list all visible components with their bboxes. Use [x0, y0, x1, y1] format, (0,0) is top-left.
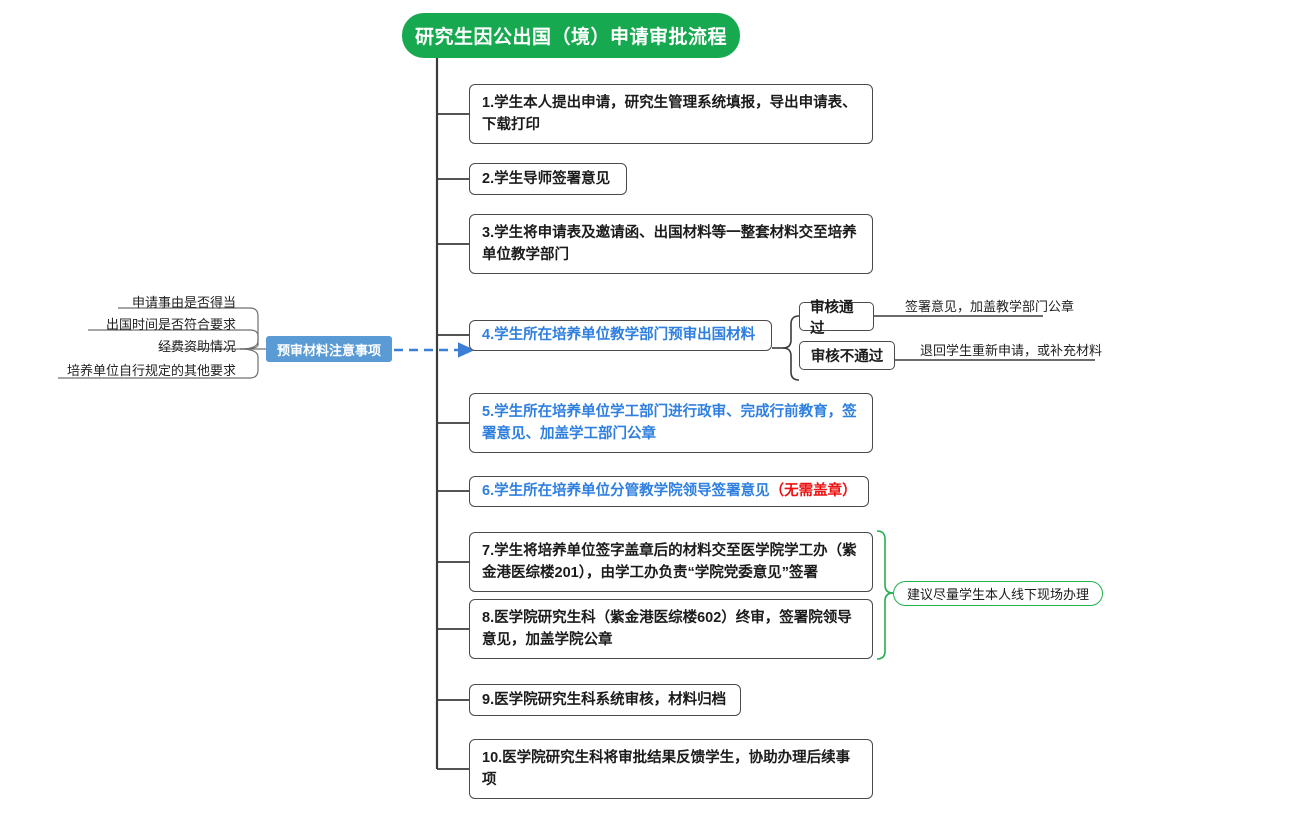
step-node-3-text: 3.学生将申请表及邀请函、出国材料等一整套材料交至培养单位教学部门 [482, 224, 857, 263]
branch-pass-edge-label: 签署意见，加盖教学部门公章 [905, 299, 1075, 314]
branch-node-pass-text: 审核通过 [810, 299, 854, 337]
prereview-item-4: 培养单位自行规定的其他要求 [66, 363, 236, 378]
step-node-9[interactable]: 9.医学院研究生科系统审核，材料归档 [469, 684, 741, 716]
step-node-6[interactable]: 6.学生所在培养单位分管教学院领导签署意见（无需盖章） [469, 476, 869, 507]
offline-handling-callout-text: 建议尽量学生本人线下现场办理 [907, 587, 1090, 602]
prereview-note-box[interactable]: 预审材料注意事项 [266, 336, 392, 362]
step-node-10[interactable]: 10.医学院研究生科将审批结果反馈学生，协助办理后续事项 [469, 739, 873, 799]
prereview-item-1: 申请事由是否得当 [131, 295, 236, 310]
step-node-4[interactable]: 4.学生所在培养单位教学部门预审出国材料 [469, 320, 772, 351]
step-node-5-text: 5.学生所在培养单位学工部门进行政审、完成行前教育，签署意见、加盖学工部门公章 [482, 403, 857, 442]
step-node-3[interactable]: 3.学生将申请表及邀请函、出国材料等一整套材料交至培养单位教学部门 [469, 214, 873, 274]
branch-node-fail[interactable]: 审核不通过 [799, 341, 895, 370]
step-node-6-text: 6.学生所在培养单位分管教学院领导签署意见 [482, 483, 770, 500]
step-node-5[interactable]: 5.学生所在培养单位学工部门进行政审、完成行前教育，签署意见、加盖学工部门公章 [469, 393, 873, 453]
step-node-1-text: 1.学生本人提出申请，研究生管理系统填报，导出申请表、下载打印 [482, 94, 857, 133]
step-node-6-note: （无需盖章） [769, 483, 857, 500]
prereview-item-3: 经费资助情况 [157, 339, 236, 354]
step-node-7-text: 7.学生将培养单位签字盖章后的材料交至医学院学工办（紫金港医综楼201），由学工… [482, 542, 857, 581]
diagram-title-text: 研究生因公出国（境）申请审批流程 [414, 27, 727, 48]
offline-handling-callout: 建议尽量学生本人线下现场办理 [893, 581, 1104, 606]
step-node-8[interactable]: 8.医学院研究生科（紫金港医综楼602）终审，签署院领导意见，加盖学院公章 [469, 599, 873, 659]
branch-node-fail-text: 审核不通过 [810, 349, 884, 365]
step-node-8-text: 8.医学院研究生科（紫金港医综楼602）终审，签署院领导意见，加盖学院公章 [482, 609, 852, 648]
step-node-1[interactable]: 1.学生本人提出申请，研究生管理系统填报，导出申请表、下载打印 [469, 84, 873, 144]
step-node-4-text: 4.学生所在培养单位教学部门预审出国材料 [482, 327, 756, 344]
step-node-7[interactable]: 7.学生将培养单位签字盖章后的材料交至医学院学工办（紫金港医综楼201），由学工… [469, 532, 873, 592]
diagram-title: 研究生因公出国（境）申请审批流程 [402, 13, 740, 58]
branch-node-pass[interactable]: 审核通过 [799, 300, 874, 337]
prereview-item-2: 出国时间是否符合要求 [105, 317, 236, 332]
prereview-note-text: 预审材料注意事项 [276, 342, 381, 358]
step-node-2[interactable]: 2.学生导师签署意见 [469, 163, 627, 195]
step-node-2-text: 2.学生导师签署意见 [482, 170, 611, 187]
step-node-9-text: 9.医学院研究生科系统审核，材料归档 [482, 691, 727, 708]
branch-fail-edge-label: 退回学生重新申请，或补充材料 [920, 343, 1103, 358]
step-node-10-text: 10.医学院研究生科将审批结果反馈学生，协助办理后续事项 [482, 749, 851, 788]
